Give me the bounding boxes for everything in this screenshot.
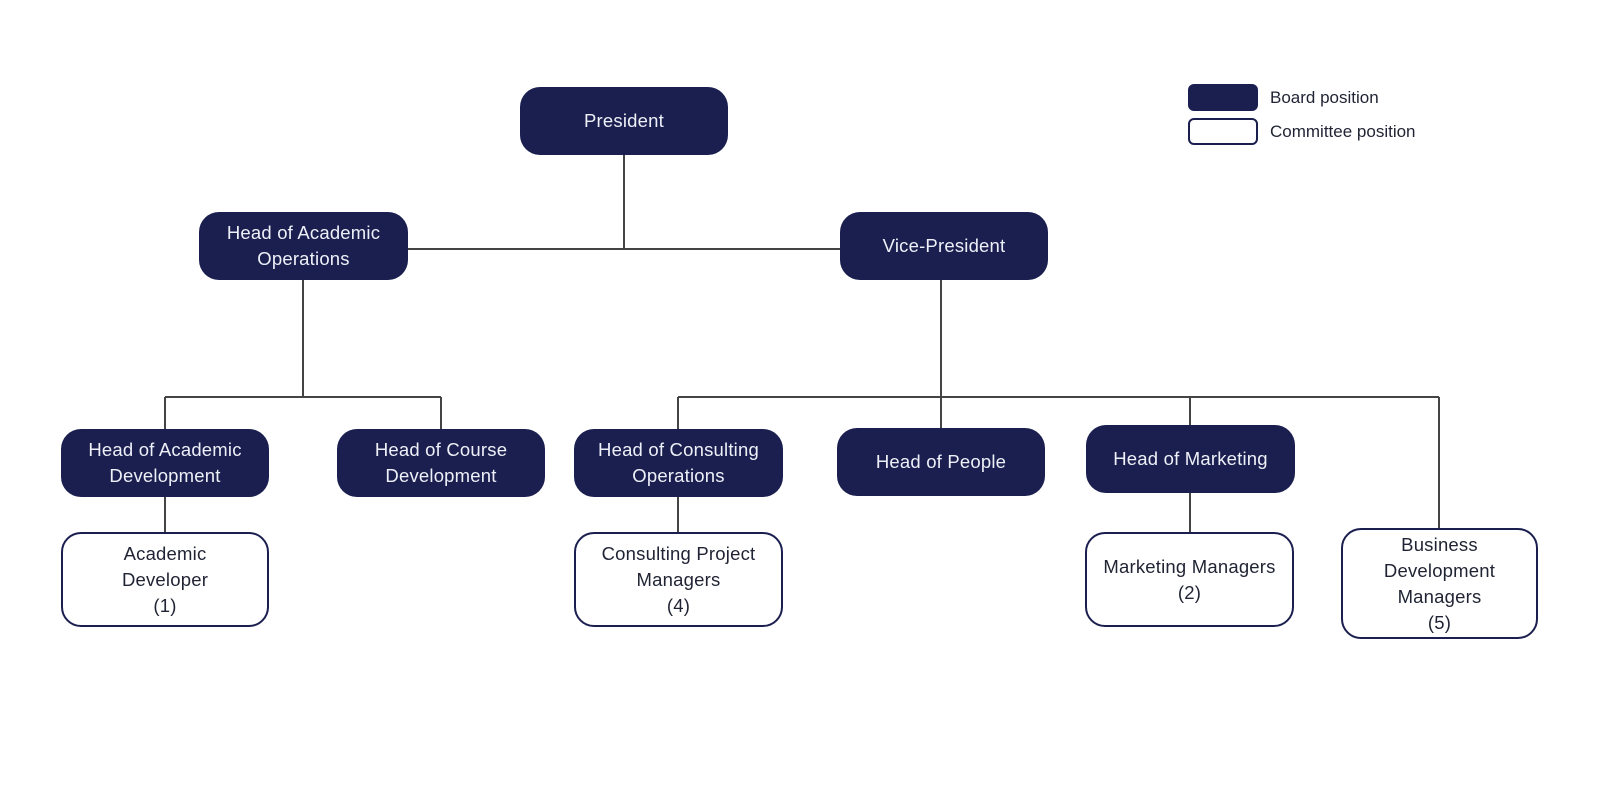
node-head-academic-development: Head of Academic Development xyxy=(61,429,269,497)
node-head-consulting-operations: Head of Consulting Operations xyxy=(574,429,783,497)
node-head-people: Head of People xyxy=(837,428,1045,496)
node-head-course-development: Head of Course Development xyxy=(337,429,545,497)
legend-board-label: Board position xyxy=(1270,87,1379,107)
legend-board: Board position xyxy=(1188,84,1379,111)
node-head-consulting-operations-label: Head of Consulting Operations xyxy=(598,439,759,486)
legend-committee-swatch xyxy=(1188,118,1258,145)
legend-board-swatch xyxy=(1188,84,1258,111)
legend-committee: Committee position xyxy=(1188,118,1416,145)
node-marketing-managers: Marketing Managers (2) xyxy=(1085,532,1294,627)
node-business-development-managers: Business Development Managers (5) xyxy=(1341,528,1538,639)
node-head-academic-development-label: Head of Academic Development xyxy=(88,439,242,486)
node-head-people-label: Head of People xyxy=(875,451,1007,472)
legend-committee-label: Committee position xyxy=(1270,121,1416,141)
node-academic-developer-label: Academic Developer (1) xyxy=(121,542,209,616)
node-head-course-development-label: Head of Course Development xyxy=(374,439,508,486)
node-head-marketing: Head of Marketing xyxy=(1086,425,1295,493)
node-head-academic-operations-label: Head of Academic Operations xyxy=(226,222,381,269)
node-head-marketing-label: Head of Marketing xyxy=(1113,448,1268,469)
node-president-label: President xyxy=(584,110,664,131)
node-business-development-managers-label: Business Development Managers (5) xyxy=(1383,533,1496,633)
node-academic-developer: Academic Developer (1) xyxy=(61,532,269,627)
node-vice-president-label: Vice-President xyxy=(882,235,1006,256)
node-president: President xyxy=(520,87,728,155)
node-head-academic-operations: Head of Academic Operations xyxy=(199,212,408,280)
node-consulting-project-managers-label: Consulting Project Managers (4) xyxy=(601,542,756,616)
node-vice-president: Vice-President xyxy=(840,212,1048,280)
node-consulting-project-managers: Consulting Project Managers (4) xyxy=(574,532,783,627)
node-marketing-managers-label: Marketing Managers (2) xyxy=(1103,555,1276,603)
